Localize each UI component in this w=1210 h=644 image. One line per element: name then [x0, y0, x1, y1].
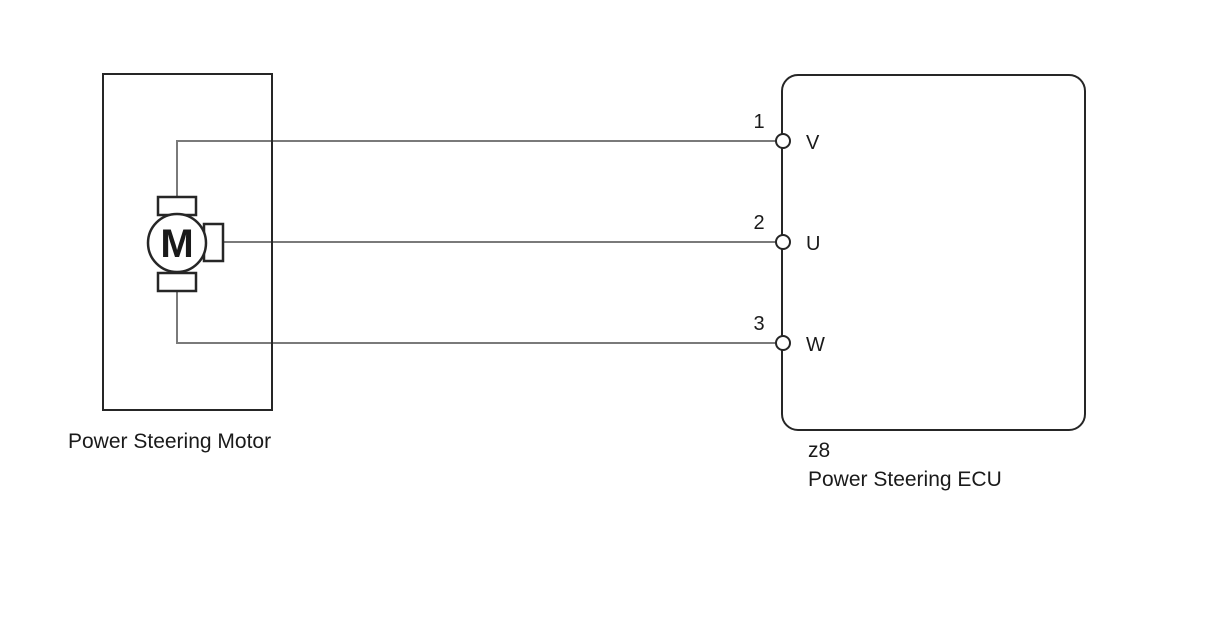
- pin1-terminal-circle: [775, 133, 791, 149]
- ecu-label: Power Steering ECU: [808, 468, 1002, 491]
- pin1-number: 1: [753, 111, 764, 133]
- wire-pin3-w: [176, 289, 777, 344]
- pin2-terminal-circle: [775, 234, 791, 250]
- pin2-signal: U: [806, 233, 820, 255]
- motor-symbol-letter: M: [160, 222, 193, 266]
- motor-symbol: M: [146, 195, 225, 293]
- ecu-box: [781, 74, 1086, 431]
- pin3-number: 3: [753, 313, 764, 335]
- ecu-pin-3: 3 W: [753, 313, 825, 356]
- motor-brush-top: [156, 195, 198, 217]
- ecu-pin-1: 1 V: [753, 111, 820, 154]
- pin2-number: 2: [753, 212, 764, 234]
- pin3-terminal-circle: [775, 335, 791, 351]
- motor-label: Power Steering Motor: [68, 430, 271, 453]
- motor-circle: [146, 212, 208, 274]
- pin3-signal: W: [806, 334, 825, 356]
- ecu-pin-2: 2 U: [753, 212, 820, 255]
- wire-pin1-v: [176, 140, 777, 199]
- ecu-connector-code: z8: [808, 439, 830, 462]
- pin1-signal: V: [806, 132, 820, 154]
- motor-brush-bottom: [156, 271, 198, 293]
- motor-box: [102, 73, 273, 411]
